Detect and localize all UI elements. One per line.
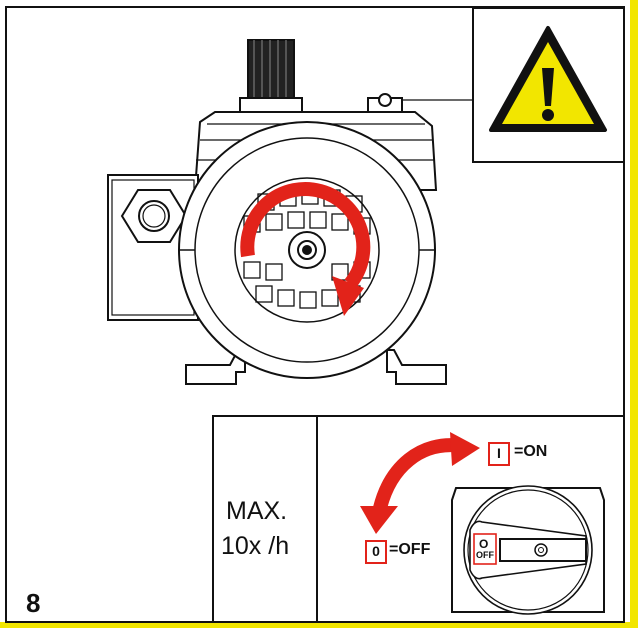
figure-number: 8	[26, 588, 41, 618]
off-label: =OFF	[389, 541, 431, 558]
warning-triangle-icon	[489, 26, 607, 132]
rotation-arrow	[240, 182, 371, 316]
knob-o-mark: O	[479, 537, 489, 551]
switch-direction-arrow	[360, 432, 480, 534]
motor-pump-drawing	[107, 39, 447, 385]
starts-per-hour-label: 10x /h	[221, 532, 290, 560]
off-marker	[473, 533, 497, 565]
knob-off-mark: OFF	[476, 550, 494, 560]
off-symbol-box: 0	[365, 540, 387, 564]
yellow-edge-right	[630, 0, 638, 628]
max-starts-label: MAX.	[226, 497, 288, 525]
cable-gland	[247, 39, 295, 101]
bottom-panel	[212, 415, 625, 623]
yellow-edge-bottom	[0, 622, 638, 628]
main-switch	[451, 485, 605, 615]
on-label: =ON	[514, 443, 548, 460]
on-symbol-box: I	[488, 442, 510, 466]
